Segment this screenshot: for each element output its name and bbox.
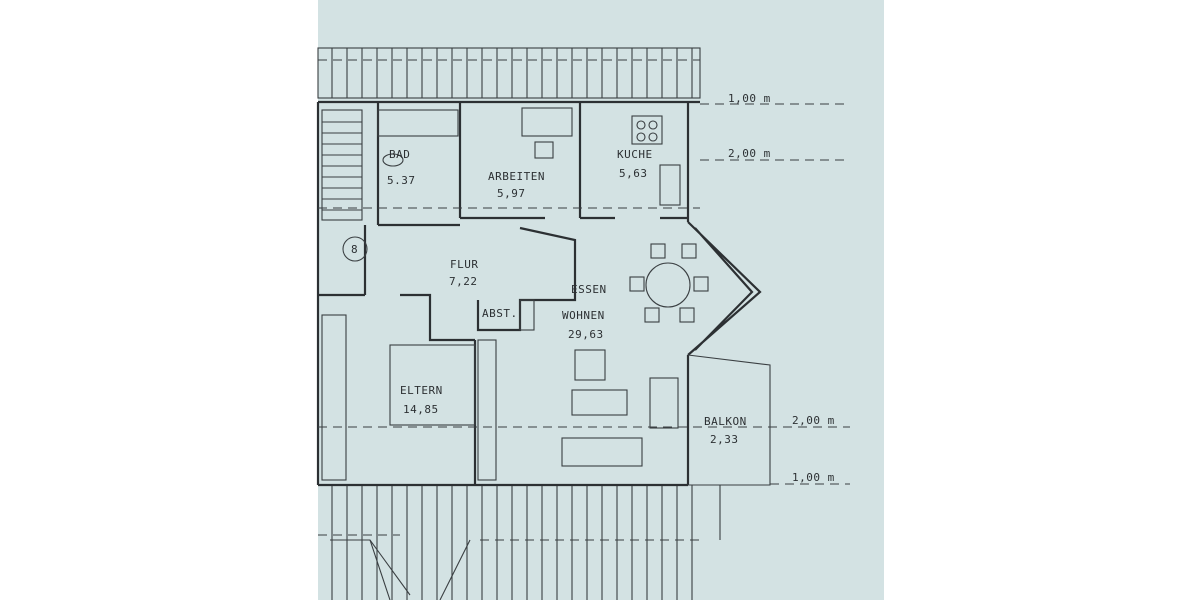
room-area-arbeiten: 5,97 [497,187,526,200]
paper-background [318,0,884,600]
level-label-4: 1,00 m [792,471,835,484]
room-name-bad: BAD [389,148,410,161]
level-label-3: 2,00 m [792,414,835,427]
room-area-flur: 7,22 [449,275,478,288]
room-name-wohnen: WOHNEN [562,309,605,322]
room-area-balkon: 2,33 [710,433,739,446]
room-name-essen: ESSEN [571,283,607,296]
room-area-wohnen: 29,63 [568,328,604,341]
room-area-bad: 5.37 [387,174,416,187]
room-name-arbeiten: ARBEITEN [488,170,545,183]
furniture [321,107,709,481]
roof-top [317,47,701,99]
room-name-balkon: BALKON [704,415,747,428]
room-name-eltern: ELTERN [400,384,443,397]
room-name-kuche: KUCHE [617,148,653,161]
stair-number-circle [342,236,368,262]
walls [316,100,771,487]
level-lines: 1,00 m 2,00 m 2,00 m 1,00 m [318,92,850,485]
roof-bottom [318,484,721,600]
room-area-kuche: 5,63 [619,167,648,180]
stair-number: 8 [351,243,358,256]
level-label-2: 2,00 m [728,147,771,160]
room-area-eltern: 14,85 [403,403,439,416]
staircase [321,109,363,221]
level-label-1: 1,00 m [728,92,771,105]
room-name-flur: FLUR [450,258,479,271]
room-name-abst: ABST. [482,307,518,320]
room-labels: BAD 5.37 ARBEITEN 5,97 KUCHE 5,63 FLUR 7… [387,148,747,446]
